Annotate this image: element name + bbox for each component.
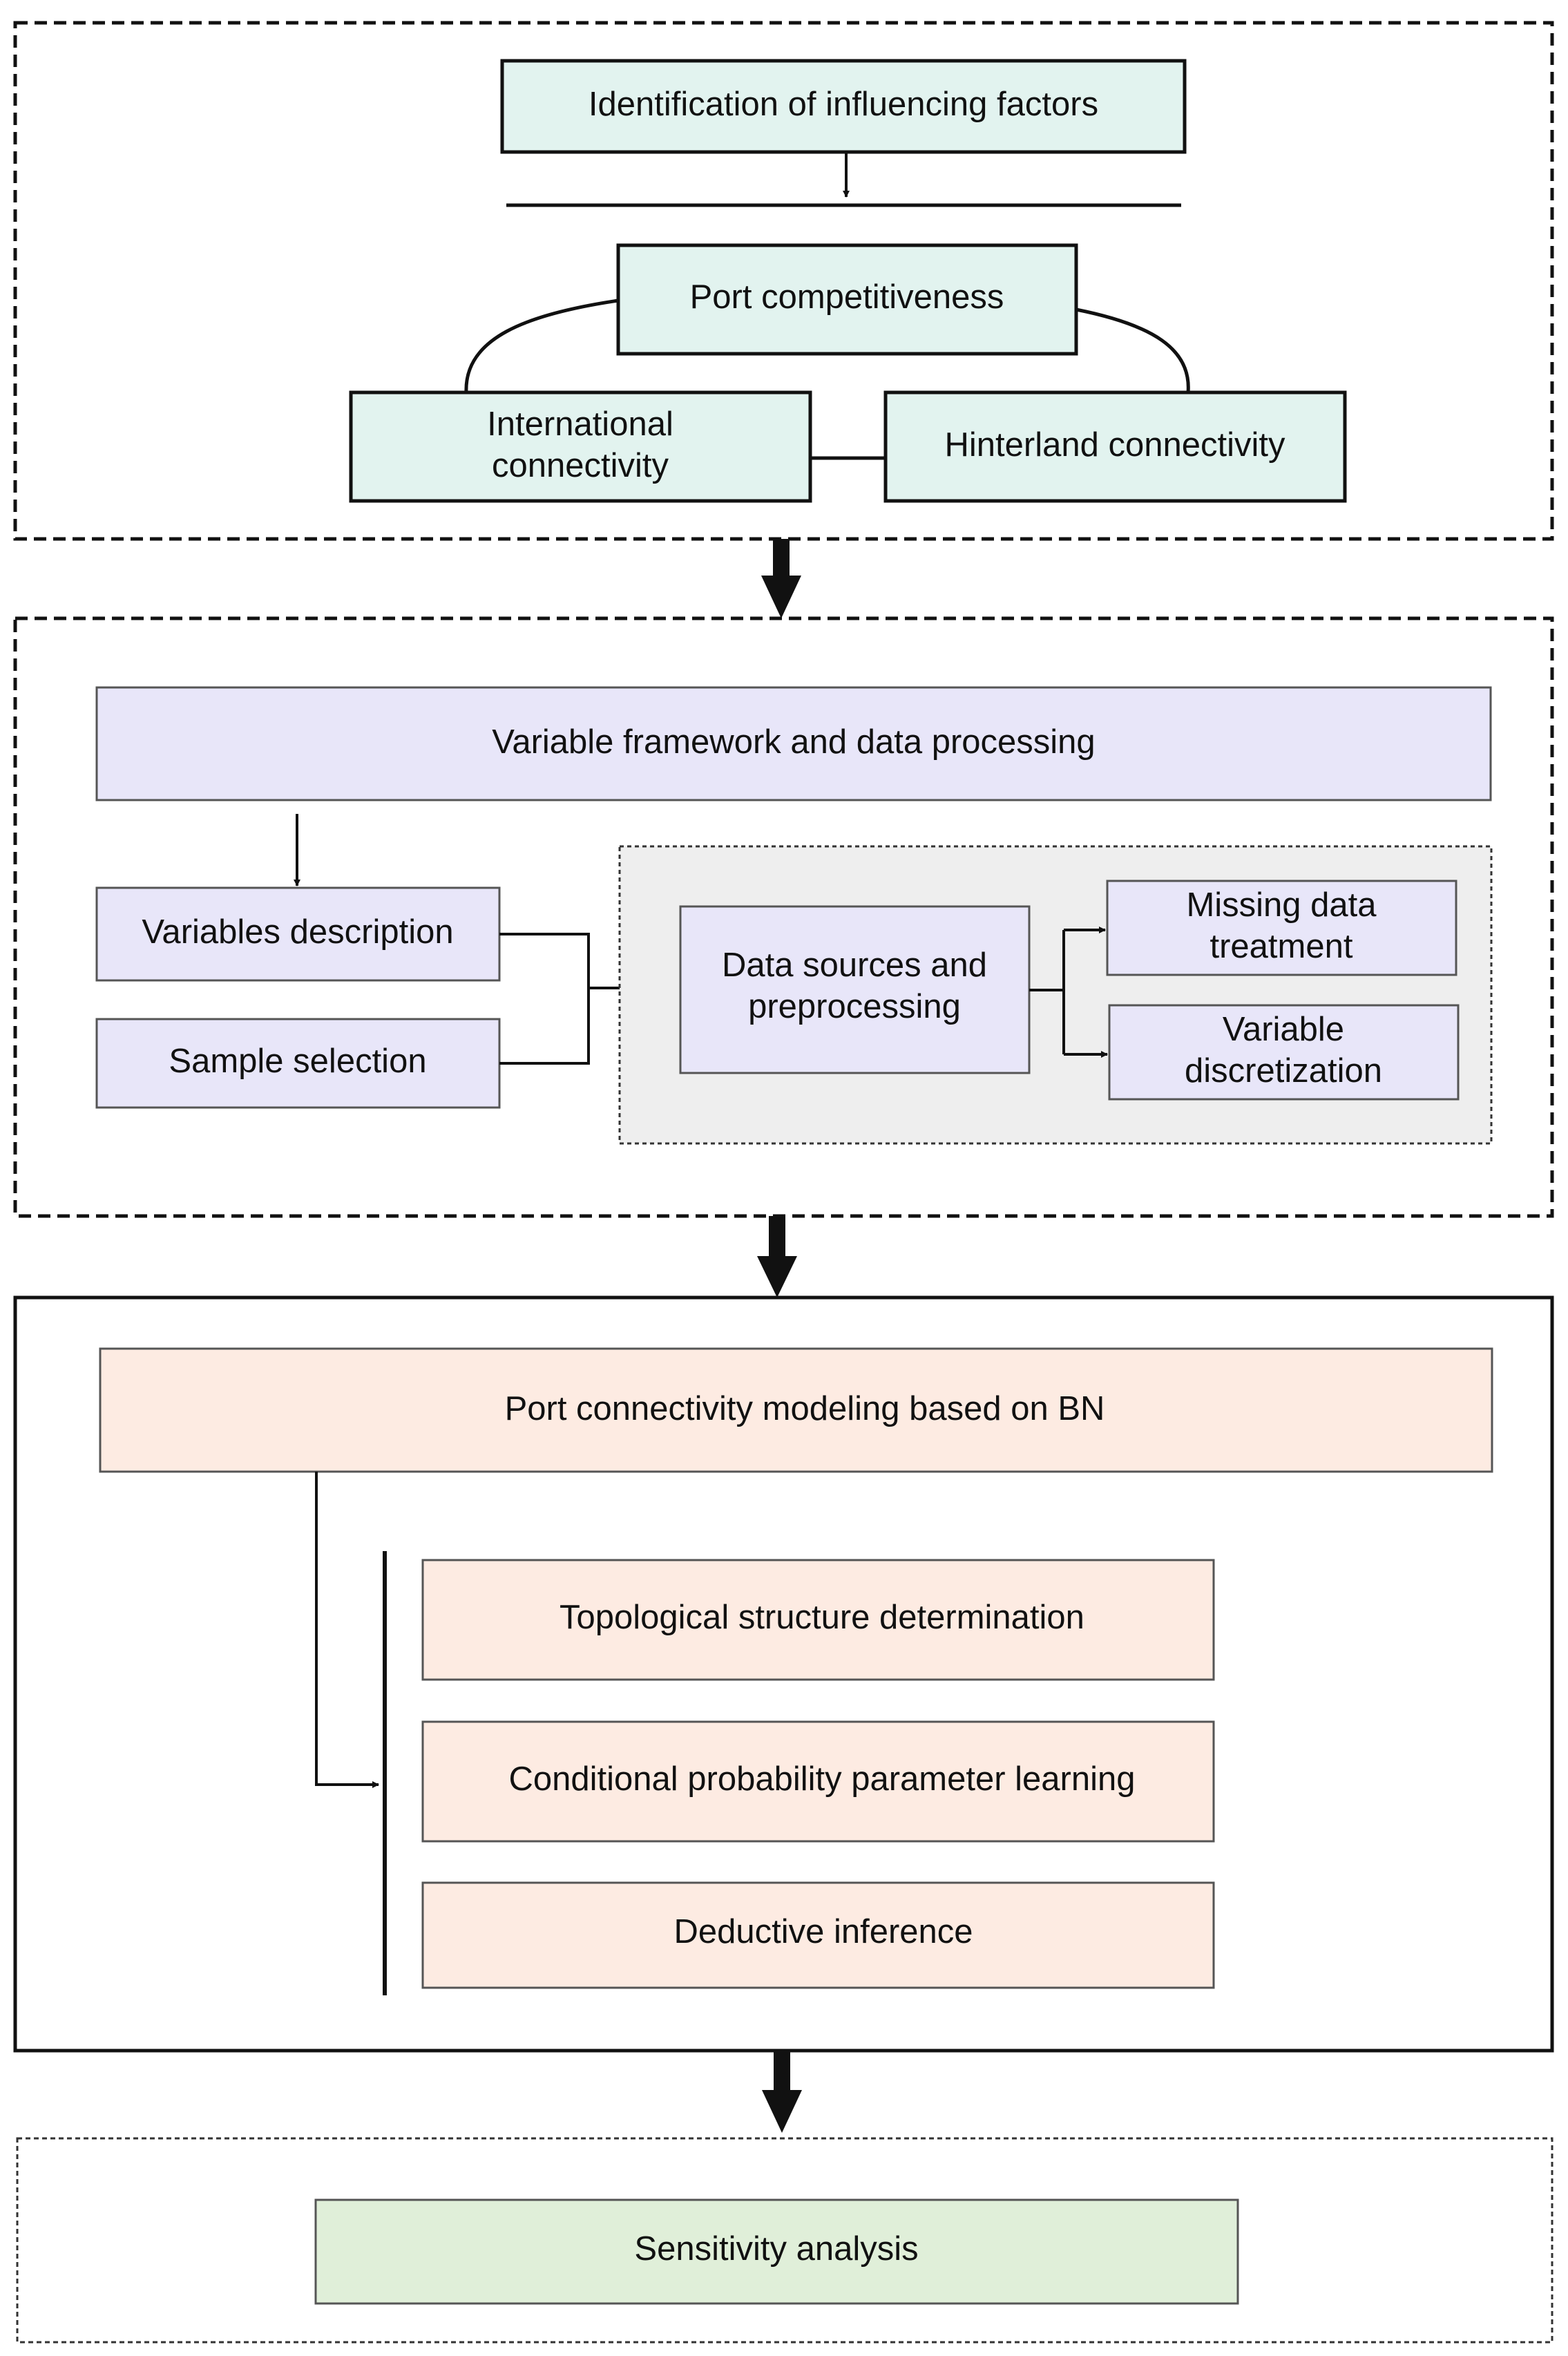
sensitivity-analysis-box — [314, 2198, 1239, 2305]
data-sources-label-line2: preprocessing — [748, 988, 961, 1025]
conditional-probability-box — [421, 1720, 1215, 1843]
variable-discretization-label-line2: discretization — [1185, 1052, 1382, 1090]
bn-modeling-label: Port connectivity modeling based on BN — [505, 1390, 1105, 1427]
stage3-to-stage4-arrow — [762, 2051, 802, 2133]
missing-data-label-line2: treatment — [1210, 928, 1353, 965]
modeling-branch-connector — [315, 1472, 379, 1788]
international-connectivity-label-line2: connectivity — [492, 447, 669, 484]
left-connector-curve — [464, 298, 619, 393]
hinterland-connectivity-label: Hinterland connectivity — [945, 426, 1285, 464]
port-competitiveness-box — [616, 243, 1078, 356]
international-connectivity-label-line1: International — [487, 406, 673, 443]
missing-data-label-line1: Missing data — [1186, 886, 1377, 924]
sample-selection-label: Sample selection — [169, 1043, 426, 1080]
stage4-frame — [16, 2137, 1553, 2344]
topological-structure-label: Topological structure determination — [560, 1599, 1084, 1636]
stage2-to-stage3-arrow — [757, 1216, 797, 1298]
data-sources-label-line1: Data sources and — [722, 947, 987, 984]
stage1-to-stage2-arrow — [761, 539, 801, 618]
conditional-probability-label: Conditional probability parameter learni… — [508, 1760, 1135, 1798]
hinterland-connectivity-box — [883, 390, 1347, 503]
deductive-inference-box — [421, 1881, 1215, 1989]
merge-connector — [499, 933, 590, 1065]
sensitivity-analysis-label: Sensitivity analysis — [634, 2230, 918, 2268]
variable-discretization-box — [1108, 1004, 1460, 1101]
deductive-inference-label: Deductive inference — [673, 1913, 973, 1950]
right-connector-curve — [1075, 307, 1190, 393]
variables-description-label: Variables description — [142, 913, 453, 951]
identification-label: Identification of influencing factors — [589, 86, 1098, 123]
missing-data-box — [1106, 880, 1457, 976]
data-sources-box — [679, 905, 1031, 1074]
variable-discretization-label-line1: Variable — [1223, 1011, 1344, 1048]
international-connectivity-box — [349, 390, 812, 503]
topological-structure-box — [421, 1559, 1215, 1681]
branch-connector — [1029, 930, 1065, 1054]
port-competitiveness-label: Port competitiveness — [690, 278, 1004, 316]
variable-framework-label: Variable framework and data processing — [492, 723, 1095, 761]
variable-framework-box — [95, 686, 1492, 801]
bn-modeling-box — [99, 1347, 1493, 1473]
sample-selection-box — [95, 1018, 501, 1109]
variables-description-box — [95, 886, 501, 982]
identification-box — [500, 59, 1187, 154]
